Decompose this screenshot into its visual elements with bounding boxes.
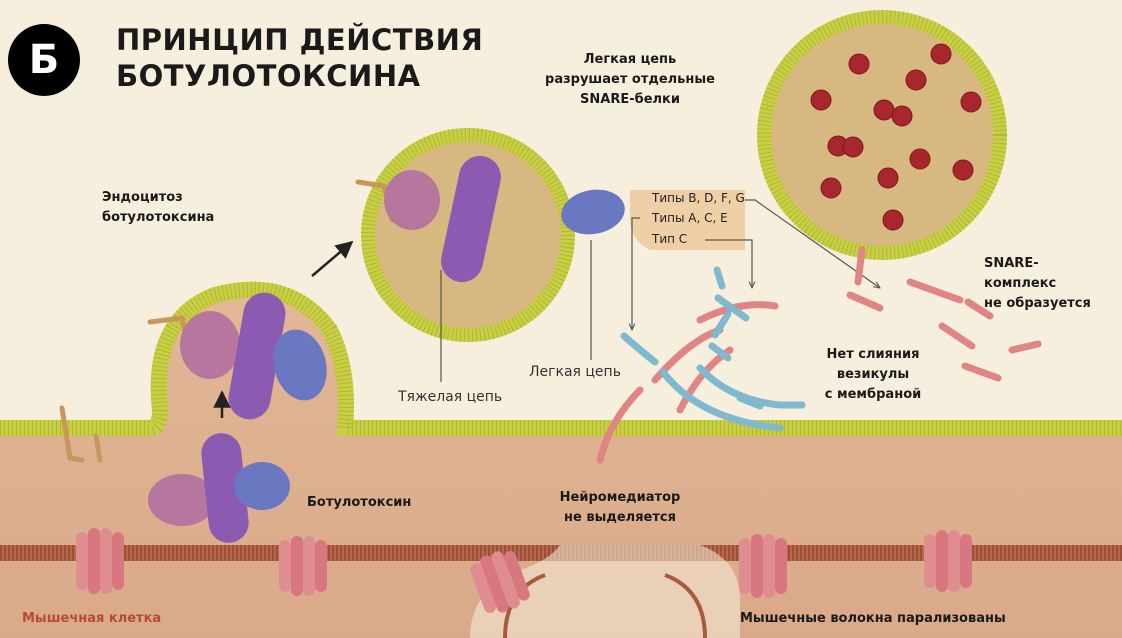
snare-line-2: комплекс: [984, 274, 1091, 294]
neurotransmitter-label: Нейромедиатор не выделяется: [540, 488, 700, 528]
destroys-line-2: разрушает отдельные: [520, 70, 740, 90]
snare-fragments-blue: [624, 270, 802, 428]
destroys-line-3: SNARE-белки: [520, 90, 740, 110]
no-fusion-line-1: Нет слияния: [808, 345, 938, 365]
endocytosis-line-1: Эндоцитоз: [102, 188, 214, 208]
no-fusion-line-2: везикулы: [808, 365, 938, 385]
no-fusion-line-3: с мембраной: [808, 385, 938, 405]
muscle-cell-label: Мышечная клетка: [22, 611, 161, 626]
title-line-2: БОТУЛОТОКСИНА: [116, 58, 483, 94]
types-label-bdfg: Типы B, D, F, G: [652, 189, 745, 208]
snare-line-1: SNARE-: [984, 254, 1091, 274]
title-line-1: ПРИНЦИП ДЕЙСТВИЯ: [116, 22, 483, 58]
neuro-line-1: Нейромедиатор: [540, 488, 700, 508]
middle-vesicle: [358, 135, 568, 335]
light-chain-destroys-label: Легкая цепь разрушает отдельные SNARE-бе…: [520, 50, 740, 110]
light-chain-label: Легкая цепь: [529, 364, 621, 380]
arrow-diagonal: [312, 242, 352, 276]
paralyzed-label: Мышечные волокна парализованы: [740, 611, 1006, 626]
botulotoxin-label: Ботулотоксин: [307, 495, 411, 510]
heavy-chain-label: Тяжелая цепь: [398, 389, 502, 405]
neuro-line-2: не выделяется: [540, 508, 700, 528]
types-label-c: Тип C: [652, 230, 687, 249]
no-fusion-label: Нет слияния везикулы с мембраной: [808, 345, 938, 405]
destroys-line-1: Легкая цепь: [520, 50, 740, 70]
section-badge: Б: [8, 24, 80, 96]
endocytosis-label: Эндоцитоз ботулотоксина: [102, 188, 214, 228]
snare-complex-label: SNARE- комплекс не образуется: [984, 254, 1091, 314]
page-title: ПРИНЦИП ДЕЙСТВИЯ БОТУЛОТОКСИНА: [116, 22, 483, 94]
snare-line-3: не образуется: [984, 294, 1091, 314]
types-label-ace: Типы A, C, E: [652, 209, 728, 228]
endocytosis-line-2: ботулотоксина: [102, 208, 214, 228]
synaptic-vesicle: [764, 17, 1000, 253]
